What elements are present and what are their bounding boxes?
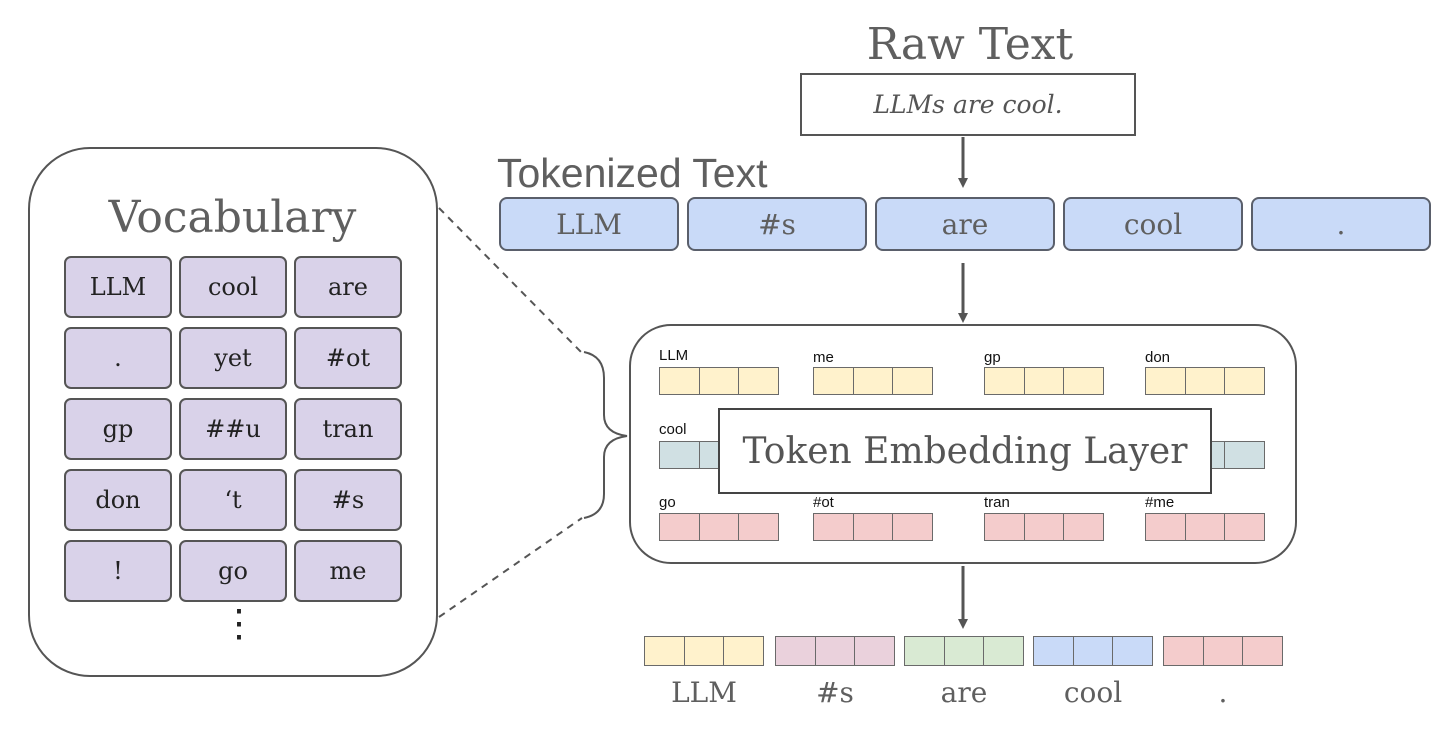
embedding-word: gp [984, 349, 1001, 366]
raw-text-title: Raw Text [866, 18, 1074, 70]
embedding-word: cool [659, 421, 687, 438]
output-embedding-vector [775, 636, 895, 666]
embedding-word: me [813, 349, 834, 366]
tokenized-text-title: Tokenized Text [497, 149, 768, 196]
vocab-cell: go [179, 540, 287, 602]
embedding-vector [659, 513, 779, 541]
embedding-word: LLM [659, 347, 689, 364]
vocab-cell: are [294, 256, 402, 318]
vocab-cell: ##u [179, 398, 287, 460]
token-embedding-layer-label: Token Embedding Layer [718, 408, 1212, 494]
output-token-label: LLM [671, 675, 737, 709]
vocab-cell: don [64, 469, 172, 531]
embedding-vector [813, 513, 933, 541]
token-box: . [1251, 197, 1431, 251]
embedding-vector [984, 367, 1104, 395]
output-embedding-vector [1033, 636, 1153, 666]
token-box: cool [1063, 197, 1243, 251]
vocab-cell: . [64, 327, 172, 389]
embedding-word: go [659, 494, 676, 511]
vocab-cell: #s [294, 469, 402, 531]
output-embedding-vector [644, 636, 764, 666]
vocab-cell: LLM [64, 256, 172, 318]
embedding-vector [984, 513, 1104, 541]
output-token-label: #s [816, 675, 854, 709]
vocab-cell: cool [179, 256, 287, 318]
output-token-label: . [1218, 675, 1228, 709]
embedding-word: #me [1145, 494, 1175, 511]
output-embedding-vector [1163, 636, 1283, 666]
token-box: are [875, 197, 1055, 251]
token-box: #s [687, 197, 867, 251]
embedding-vector [1145, 367, 1265, 395]
embedding-word: #ot [813, 494, 834, 511]
embedding-word: don [1145, 349, 1171, 366]
vocabulary-title: Vocabulary [108, 191, 357, 243]
vocab-cell: yet [179, 327, 287, 389]
vocab-cell: ‘t [179, 469, 287, 531]
zoom-line-bottom [438, 517, 583, 618]
output-embedding-vector [904, 636, 1024, 666]
vocabulary-ellipsis: ⋮ [220, 601, 258, 645]
vocab-cell: tran [294, 398, 402, 460]
vocab-cell: ! [64, 540, 172, 602]
embedding-word: tran [984, 494, 1010, 511]
zoom-line-top [438, 207, 583, 354]
vocab-cell: me [294, 540, 402, 602]
output-token-label: are [940, 675, 988, 709]
token-box: LLM [499, 197, 679, 251]
embedding-vector [659, 367, 779, 395]
vocab-cell: #ot [294, 327, 402, 389]
raw-text-box: LLMs are cool. [800, 73, 1136, 136]
embedding-vector [813, 367, 933, 395]
embedding-vector [1145, 513, 1265, 541]
output-token-label: cool [1063, 675, 1123, 709]
vocab-cell: gp [64, 398, 172, 460]
zoom-brace [583, 351, 628, 519]
